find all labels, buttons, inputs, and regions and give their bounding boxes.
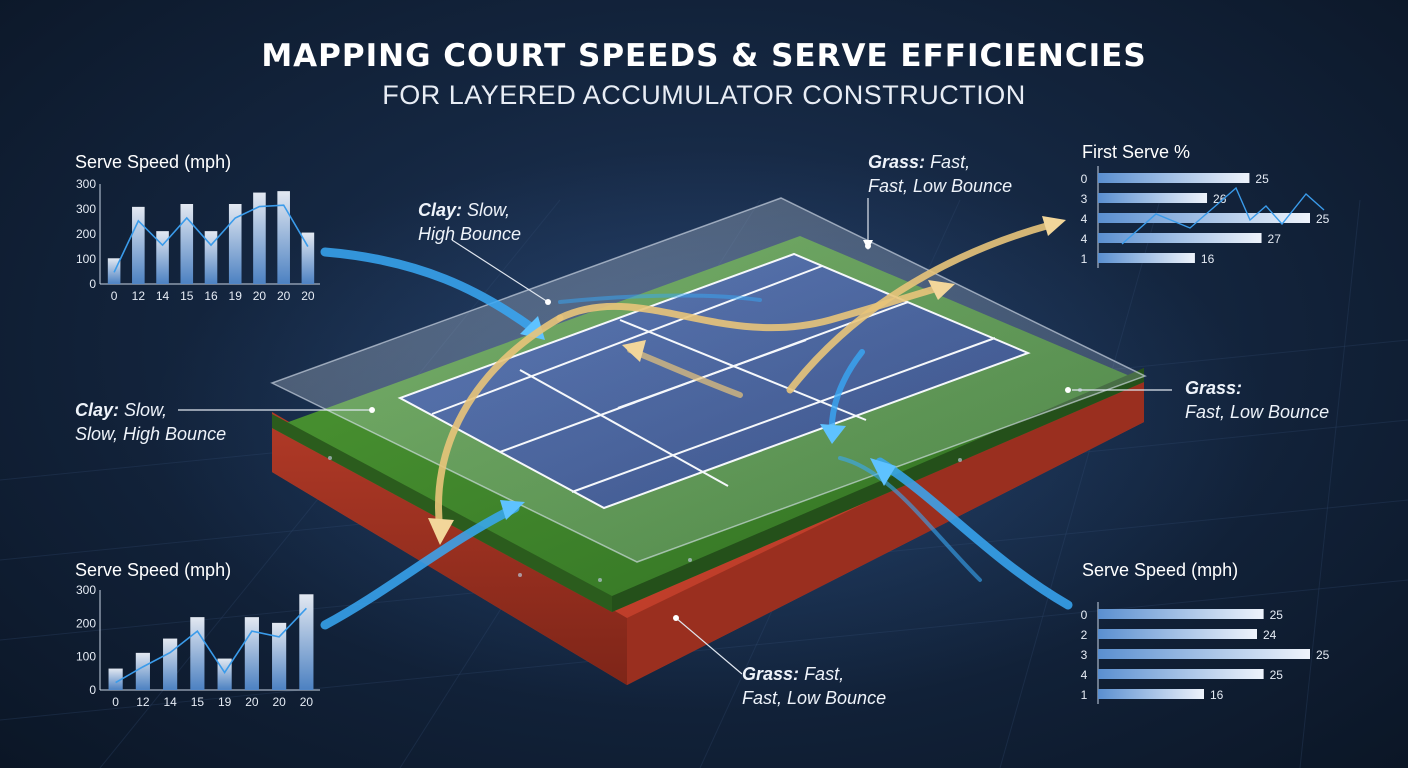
bar xyxy=(1098,233,1262,243)
bar xyxy=(1098,649,1310,659)
y-tick-label: 4 xyxy=(1081,668,1088,682)
y-tick-label: 2 xyxy=(1081,628,1088,642)
y-tick-label: 300 xyxy=(76,584,96,597)
y-tick-label: 200 xyxy=(76,227,96,241)
gold-arrowheads xyxy=(428,216,1066,545)
y-tick-label: 200 xyxy=(76,616,96,630)
x-tick-label: 14 xyxy=(156,289,170,303)
x-tick-label: 14 xyxy=(163,695,177,709)
value-label: 27 xyxy=(1268,232,1282,246)
value-label: 26 xyxy=(1213,192,1227,206)
callout-grass-top: Grass: Fast, Fast, Low Bounce xyxy=(868,152,1013,196)
bar xyxy=(217,658,232,690)
x-tick-label: 20 xyxy=(245,695,259,709)
grass-specks xyxy=(328,388,1082,582)
x-tick-label: 20 xyxy=(277,289,291,303)
chart-serve-speed-bottom-left: 0 100 200 300 0 12 14 15 19 20 20 20 xyxy=(76,584,320,709)
value-label: 25 xyxy=(1316,212,1330,226)
bar xyxy=(244,617,259,690)
y-tick-label: 4 xyxy=(1081,212,1088,226)
chart-first-serve-top-right: 0 25 3 26 4 25 4 27 1 16 xyxy=(1081,166,1330,268)
trend-line xyxy=(115,607,307,684)
chart-serve-speed-top-left: 0 100 200 300 300 0 12 14 15 16 19 20 20 20 xyxy=(76,178,320,303)
y-tick-label: 4 xyxy=(1081,232,1088,246)
y-tick-label: 300 xyxy=(76,178,96,191)
x-tick-label: 15 xyxy=(191,695,205,709)
y-tick-label: 0 xyxy=(1081,172,1088,186)
bar xyxy=(132,206,145,284)
chart-serve-speed-bottom-right: 0 25 2 24 3 25 4 25 1 16 xyxy=(1081,602,1330,704)
bar xyxy=(1098,253,1195,263)
chart-title-top-left: Serve Speed (mph) xyxy=(75,152,232,172)
bar xyxy=(1098,173,1250,183)
page-title: MAPPING COURT SPEEDS & SERVE EFFICIENCIE… xyxy=(261,38,1147,74)
trend-line xyxy=(1121,186,1325,245)
x-tick-label: 20 xyxy=(272,695,286,709)
y-tick-label: 100 xyxy=(76,650,96,664)
value-label: 25 xyxy=(1270,668,1284,682)
y-tick-label: 0 xyxy=(89,683,96,697)
y-tick-label: 0 xyxy=(1081,608,1088,622)
bar xyxy=(190,617,205,690)
x-tick-label: 19 xyxy=(218,695,232,709)
x-tick-label: 16 xyxy=(204,289,218,303)
x-tick-label: 19 xyxy=(229,289,243,303)
callout-clay-left: Clay: Slow, Slow, High Bounce xyxy=(75,400,227,444)
x-tick-label: 0 xyxy=(111,289,118,303)
callout-leaders xyxy=(178,198,1172,675)
callout-grass-right: Grass: Fast, Low Bounce xyxy=(1185,378,1330,422)
y-tick-label: 1 xyxy=(1081,252,1088,266)
bar xyxy=(156,231,169,284)
bar xyxy=(1098,689,1204,699)
bar xyxy=(1098,609,1264,619)
bar xyxy=(204,231,218,284)
bar xyxy=(1098,213,1310,223)
bar xyxy=(253,192,266,284)
value-label: 16 xyxy=(1210,688,1224,702)
x-tick-label: 12 xyxy=(132,289,146,303)
bar xyxy=(1098,193,1208,203)
bar xyxy=(299,594,314,690)
x-tick-label: 20 xyxy=(253,289,267,303)
y-tick-label: 0 xyxy=(89,277,96,291)
y-tick-label: 3 xyxy=(1081,648,1088,662)
callout-clay-top: Clay: Slow, High Bounce xyxy=(418,200,522,244)
bar xyxy=(272,622,287,690)
y-tick-label: 3 xyxy=(1081,192,1088,206)
chart-title-bottom-right: Serve Speed (mph) xyxy=(1082,560,1239,580)
chart-title-top-right: First Serve % xyxy=(1082,142,1191,162)
bar xyxy=(277,191,290,284)
x-tick-label: 0 xyxy=(112,695,119,709)
x-tick-label: 20 xyxy=(300,695,314,709)
callout-grass-bottom: Grass: Fast, Fast, Low Bounce xyxy=(742,664,887,708)
bar xyxy=(108,668,123,690)
bar xyxy=(180,204,194,284)
page-subtitle: FOR LAYERED ACCUMULATOR CONSTRUCTION xyxy=(382,80,1026,110)
value-label: 25 xyxy=(1316,648,1330,662)
y-tick-label: 1 xyxy=(1081,688,1088,702)
bar xyxy=(228,204,242,284)
x-tick-label: 15 xyxy=(180,289,194,303)
blue-arrowheads xyxy=(500,316,896,520)
bar xyxy=(135,652,150,690)
bar xyxy=(301,232,315,284)
bar xyxy=(1098,669,1264,679)
trend-line xyxy=(113,204,309,273)
bar xyxy=(163,638,178,690)
chart-title-bottom-left: Serve Speed (mph) xyxy=(75,560,232,580)
x-tick-label: 12 xyxy=(136,695,150,709)
y-tick-label: 300 xyxy=(76,202,96,216)
y-tick-label: 100 xyxy=(76,252,96,266)
value-label: 24 xyxy=(1263,628,1277,642)
value-label: 25 xyxy=(1270,608,1284,622)
x-tick-label: 20 xyxy=(301,289,315,303)
value-label: 25 xyxy=(1255,172,1269,186)
bar xyxy=(1098,629,1257,639)
value-label: 16 xyxy=(1201,252,1215,266)
